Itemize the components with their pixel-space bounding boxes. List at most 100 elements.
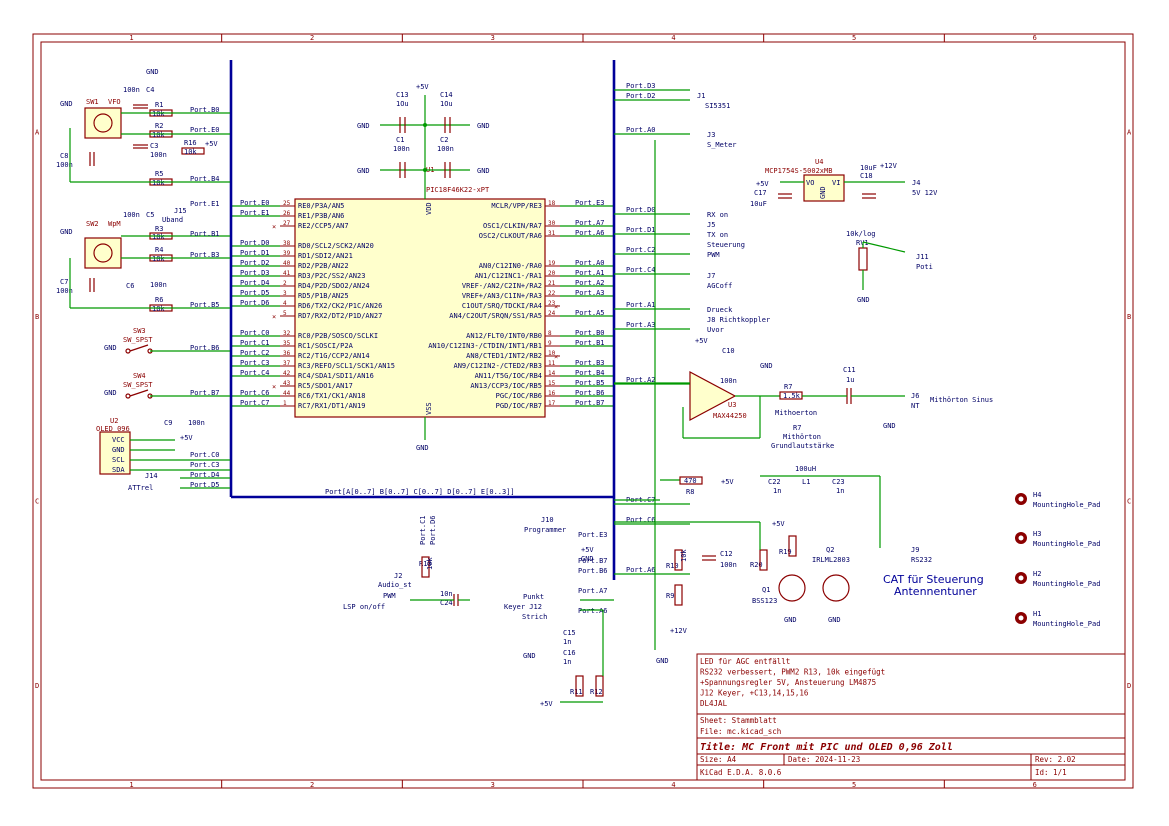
svg-text:SW_SPST: SW_SPST (123, 336, 153, 344)
mcu-net-label: Port.B5 (575, 379, 605, 387)
svg-text:GND: GND (60, 100, 73, 108)
bus-net-label: Port.B3 (190, 251, 220, 259)
row-label: C (1127, 497, 1131, 505)
svg-text:+12V: +12V (670, 627, 688, 635)
revision-note: J12 Keyer, +C13,14,15,16 (700, 689, 809, 698)
svg-text:Keyer J12: Keyer J12 (504, 603, 542, 611)
mcu-pin-number: 43 (283, 380, 291, 387)
svg-text:1Ou: 1Ou (440, 100, 453, 108)
svg-text:+12V: +12V (880, 162, 898, 170)
svg-text:J7: J7 (707, 272, 715, 280)
svg-text:GND: GND (656, 657, 669, 665)
col-label: 2 (310, 781, 314, 789)
hole-value: MountingHole_Pad (1033, 540, 1100, 548)
svg-text:PWM: PWM (707, 251, 720, 259)
svg-text:10k: 10k (152, 179, 165, 187)
svg-text:100n: 100n (150, 281, 167, 289)
svg-text:R1: R1 (155, 101, 163, 109)
mcu-net-label: Port.B6 (575, 389, 605, 397)
svg-text:10n: 10n (440, 590, 453, 598)
bus-net-label: Port.D4 (190, 471, 220, 479)
svg-text:Mithörton: Mithörton (783, 433, 821, 441)
svg-text:C24: C24 (440, 599, 453, 607)
svg-text:MAX44250: MAX44250 (713, 412, 747, 420)
mcu-pin-number: 5 (283, 310, 287, 317)
mcu-pin-name: AN13/CCP3/IOC/RB5 (470, 382, 542, 390)
mcu-net-label: Port.B7 (575, 399, 605, 407)
col-label: 4 (671, 34, 675, 42)
mcu-pin-number: 27 (283, 220, 291, 227)
svg-text:100n: 100n (720, 377, 737, 385)
mcu-pin-number: 10 (548, 350, 556, 357)
mcu-pin-name: AN8/CTED1/INT2/RB2 (466, 352, 542, 360)
svg-text:+5V: +5V (581, 546, 594, 554)
mcu-pin-name: MCLR/VPP/RE3 (491, 202, 542, 210)
svg-text:GND: GND (581, 555, 594, 563)
bus-net-label: Port.B4 (190, 175, 220, 183)
mcu-pin-name: RC7/RX1/DT1/AN19 (298, 402, 365, 410)
hole-value: MountingHole_Pad (1033, 620, 1100, 628)
cat-note-2: Antennentuner (894, 585, 977, 598)
svg-text:J10: J10 (541, 516, 554, 524)
svg-text:C6: C6 (126, 282, 134, 290)
mcu-pin-number: 2 (283, 280, 287, 287)
svg-text:GND: GND (357, 167, 370, 175)
bus-net-label: Port.B1 (190, 230, 220, 238)
mcu-pin-number: 32 (283, 330, 291, 337)
svg-text:10uF: 10uF (750, 200, 767, 208)
svg-text:OLED 096: OLED 096 (96, 425, 130, 433)
svg-text:10uF: 10uF (860, 164, 877, 172)
mcu-net-label: Port.D1 (240, 249, 270, 257)
svg-text:ATTrel: ATTrel (128, 484, 153, 492)
mcu-pin-number: 14 (548, 370, 556, 377)
svg-text:C3: C3 (150, 142, 158, 150)
tb-rev: Rev: 2.02 (1035, 755, 1076, 764)
svg-text:J5: J5 (707, 221, 715, 229)
mcu-net-label: Port.A0 (575, 259, 605, 267)
svg-text:SDA: SDA (112, 466, 125, 474)
svg-text:SW1: SW1 (86, 98, 99, 106)
svg-text:R4: R4 (155, 246, 163, 254)
mcu-pin-number: 42 (283, 370, 291, 377)
svg-text:R16: R16 (184, 139, 197, 147)
mcu-pin-number: 26 (283, 210, 291, 217)
svg-text:Port.C1: Port.C1 (419, 515, 427, 545)
svg-text:GND: GND (104, 344, 117, 352)
svg-text:J9: J9 (911, 546, 919, 554)
svg-text:C7: C7 (60, 278, 68, 286)
tb-sheet: Sheet: Stammblatt (700, 716, 777, 725)
svg-text:C9: C9 (164, 419, 172, 427)
col-label: 3 (491, 781, 495, 789)
mcu-value: PIC18F46K22-xPT (426, 186, 490, 194)
col-label: 1 (129, 781, 133, 789)
svg-text:Audio_st: Audio_st (378, 581, 412, 589)
svg-text:GND: GND (146, 68, 159, 76)
svg-text:GND: GND (477, 122, 490, 130)
svg-text:Poti: Poti (916, 263, 933, 271)
svg-text:1Ou: 1Ou (396, 100, 409, 108)
mcu-pin-number: 30 (548, 220, 556, 227)
revision-note: RS232 verbessert, PWM2 R13, 10k eingefüg… (700, 668, 885, 677)
svg-text:J14: J14 (145, 472, 158, 480)
svg-text:+5V: +5V (756, 180, 769, 188)
mcu-net-label: Port.B1 (575, 339, 605, 347)
svg-text:1n: 1n (563, 658, 571, 666)
row-label: C (35, 497, 39, 505)
mcu-pin-name: RC1/SOSCI/P2A (298, 342, 354, 350)
mcu-pin-name: AN4/C2OUT/SRQN/SS1/RA5 (449, 312, 542, 320)
mcu-net-label: Port.D5 (240, 289, 270, 297)
svg-text:Punkt: Punkt (523, 593, 544, 601)
bus-net-label: Port.C0 (190, 451, 220, 459)
hole-value: MountingHole_Pad (1033, 501, 1100, 509)
mcu-net-label: Port.D6 (240, 299, 270, 307)
svg-text:Steuerung: Steuerung (707, 241, 745, 249)
mcu-pin-number: 11 (548, 360, 556, 367)
svg-text:100n: 100n (188, 419, 205, 427)
bus-net-label: Port.B6 (190, 344, 220, 352)
svg-text:VO: VO (806, 179, 814, 187)
